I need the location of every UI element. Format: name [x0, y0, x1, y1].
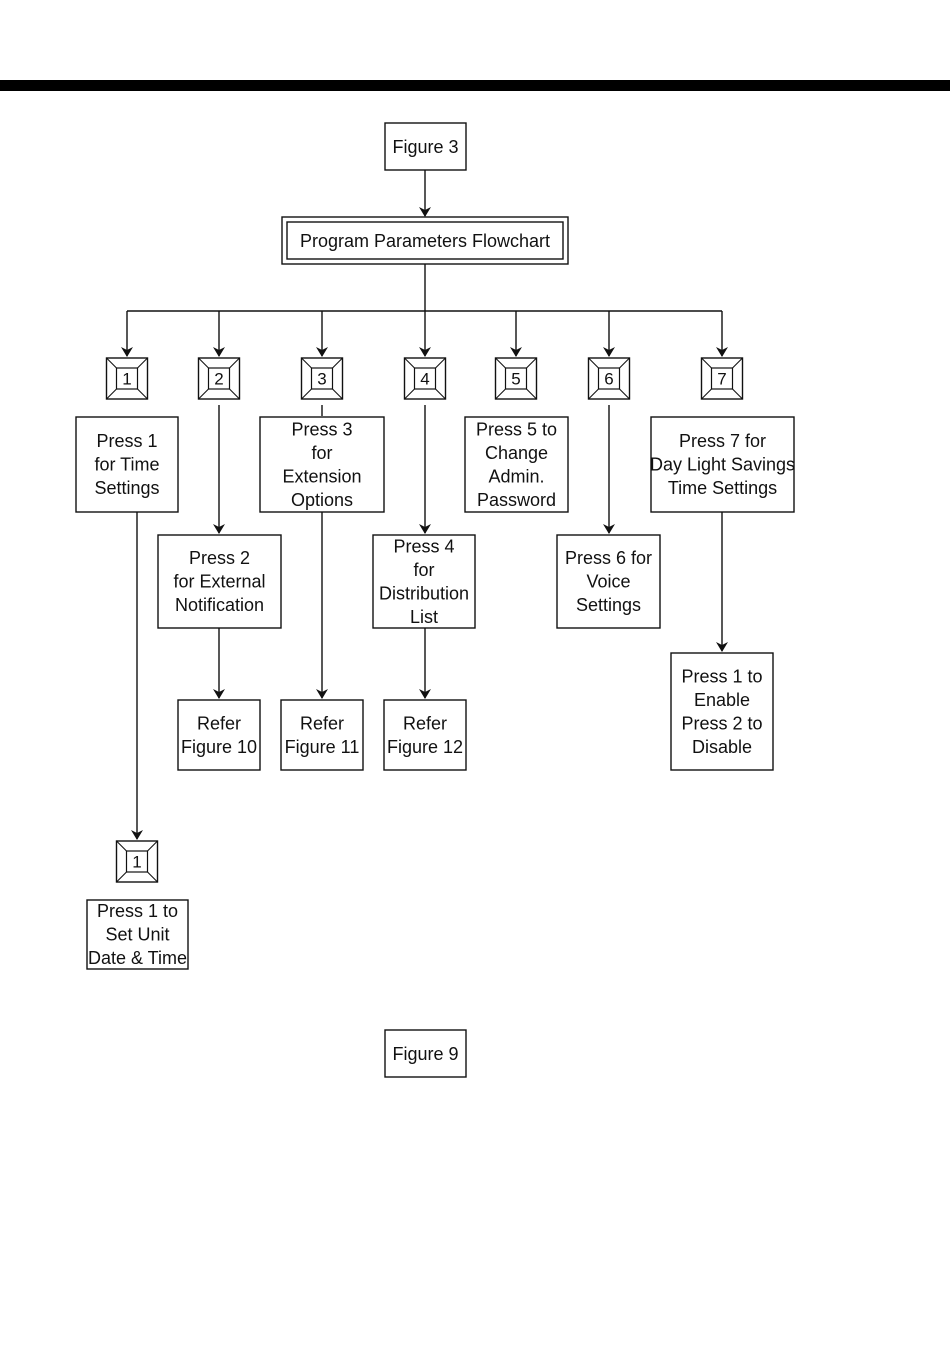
dst-enable-box-line-4: Disable	[692, 737, 752, 757]
option-box-4-line-1: Press 4	[393, 536, 454, 556]
keypad-keys: 1 2 3 4 5 6 7 1	[105, 357, 744, 883]
figure-9-box: Figure 9	[384, 1029, 467, 1078]
option-box-1-line-1: Press 1	[96, 431, 157, 451]
refer-box-1-line-1: Refer	[197, 713, 241, 733]
figure-3-box: Figure 3	[384, 122, 467, 171]
option-box-7-line-2: Day Light Savings	[650, 455, 795, 475]
refer-box-1-line-2: Figure 10	[181, 737, 257, 757]
option-box-5-line-3: Admin.	[488, 466, 544, 486]
key-1: 1	[105, 357, 149, 400]
key-3-label: 3	[317, 370, 326, 389]
option-box-7-line-3: Time Settings	[668, 478, 777, 498]
option-box-2-line-3: Notification	[175, 595, 264, 615]
flowchart-title: Program Parameters Flowchart	[300, 231, 550, 251]
option-box-6-line-1: Press 6 for	[565, 548, 652, 568]
date-time-box-line-2: Set Unit	[105, 925, 169, 945]
sub-key-1: 1	[115, 840, 159, 883]
option-box-3-line-3: Extension	[282, 466, 361, 486]
option-box-4-line-2: for	[413, 560, 434, 580]
figure-3-label: Figure 3	[392, 137, 458, 157]
option-box-3-line-1: Press 3	[291, 419, 352, 439]
option-box-3-line-2: for	[311, 443, 332, 463]
option-box-5-line-4: Password	[477, 490, 556, 510]
option-box-6-line-3: Settings	[576, 595, 641, 615]
option-box-1-line-2: for Time	[94, 455, 159, 475]
key-3: 3	[300, 357, 344, 400]
sub-key-1-label: 1	[132, 853, 141, 872]
refer-box-2-line-2: Figure 11	[285, 737, 360, 757]
key-5: 5	[494, 357, 538, 400]
refer-box-3-line-1: Refer	[403, 713, 447, 733]
key-4-label: 4	[420, 370, 429, 389]
option-box-4-line-3: Distribution	[379, 583, 469, 603]
key-4: 4	[403, 357, 447, 400]
dst-enable-box-line-1: Press 1 to	[681, 666, 762, 686]
key-6: 6	[587, 357, 631, 400]
title-box: Program Parameters Flowchart	[281, 216, 569, 265]
date-time-box-line-1: Press 1 to	[97, 901, 178, 921]
option-box-5-line-1: Press 5 to	[476, 419, 557, 439]
dst-enable-box-line-2: Enable	[694, 690, 750, 710]
key-2: 2	[197, 357, 241, 400]
option-box-4-line-4: List	[410, 607, 438, 627]
option-box-2-line-2: for External	[173, 572, 265, 592]
key-1-label: 1	[122, 370, 131, 389]
refer-box-3-line-2: Figure 12	[387, 737, 463, 757]
header-rule	[0, 80, 950, 91]
dst-enable-box-line-3: Press 2 to	[681, 713, 762, 733]
key-6-label: 6	[604, 370, 613, 389]
key-7-label: 7	[717, 370, 726, 389]
option-box-5-line-2: Change	[485, 443, 548, 463]
key-2-label: 2	[214, 370, 223, 389]
date-time-box-line-3: Date & Time	[88, 948, 187, 968]
key-5-label: 5	[511, 370, 520, 389]
option-box-6-line-2: Voice	[586, 572, 630, 592]
key-7: 7	[700, 357, 744, 400]
option-box-7-line-1: Press 7 for	[679, 431, 766, 451]
connectors	[121, 170, 728, 840]
option-box-3-line-4: Options	[291, 490, 353, 510]
option-box-2-line-1: Press 2	[189, 548, 250, 568]
option-box-1-line-3: Settings	[94, 478, 159, 498]
refer-box-2-line-1: Refer	[300, 713, 344, 733]
figure-9-label: Figure 9	[392, 1044, 458, 1064]
